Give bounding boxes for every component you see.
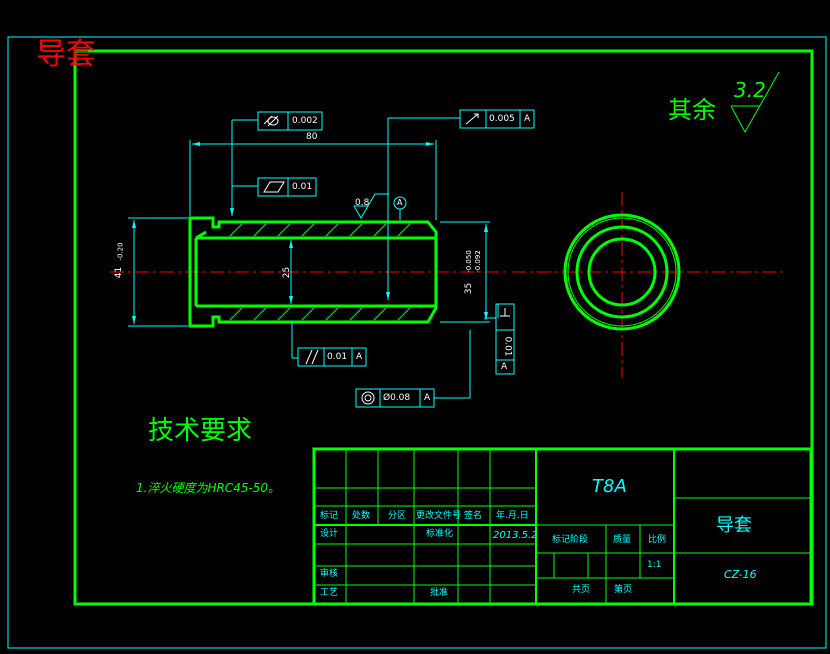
tb-design: 设计 xyxy=(320,529,339,539)
gdt-flatness-tol: 0.01 xyxy=(292,182,313,192)
tb-standardize: 标准化 xyxy=(426,529,454,539)
dim-bore: 25 xyxy=(282,266,293,279)
tb-ratio: 比例 xyxy=(648,535,667,545)
tb-page: 第页 xyxy=(614,585,633,595)
roughness-local-value: 0.8 xyxy=(355,198,370,208)
tb-weight: 质量 xyxy=(613,535,632,545)
roughness-local-symbol xyxy=(353,193,389,219)
tb-zone: 分区 xyxy=(388,511,407,521)
tb-change-doc: 更改文件号 xyxy=(416,511,462,521)
material-label: T8A xyxy=(592,476,627,497)
dim-length: 80 xyxy=(306,132,318,142)
gdt-parallel-tol: 0.01 xyxy=(327,352,348,362)
scale-value: 1:1 xyxy=(647,560,662,570)
dimension-lines xyxy=(128,117,499,399)
dim-flange-tol: -0.20 xyxy=(116,242,125,261)
gdt-frames xyxy=(257,109,535,408)
tb-total-pages: 共页 xyxy=(572,585,591,595)
drawing-number: CZ-16 xyxy=(724,568,757,581)
gdt-runout-top-tol: 0.002 xyxy=(292,116,318,126)
gdt-runout-right-datum: A xyxy=(524,114,531,124)
section-hatching xyxy=(229,223,411,321)
tech-requirement-item: 1.淬火硬度为HRC45-50。 xyxy=(136,481,281,495)
datum-bubble-label: A xyxy=(397,198,403,207)
part-title: 导套 xyxy=(36,37,96,72)
gdt-perp-datum: A xyxy=(501,362,508,372)
gdt-coaxial-tol: Ø0.08 xyxy=(383,393,411,403)
tb-ymd: 年.月.日 xyxy=(496,511,529,521)
dimension-arrows xyxy=(132,142,488,324)
tb-process: 工艺 xyxy=(320,588,339,598)
tb-mark: 标记 xyxy=(320,511,339,521)
tech-requirements-heading: 技术要求 xyxy=(148,416,253,446)
surface-finish-value: 3.2 xyxy=(734,78,766,102)
gdt-coaxial-datum: A xyxy=(424,393,431,403)
tb-signature: 签名 xyxy=(464,511,483,521)
dim-outer-tol-lower: -0.092 xyxy=(473,250,482,273)
dim-outer: 35 xyxy=(464,282,475,295)
front-view xyxy=(512,192,784,378)
general-roughness-symbol xyxy=(730,71,780,134)
sheet-border xyxy=(7,36,827,649)
drawing-frame xyxy=(73,49,814,606)
tb-approve: 批准 xyxy=(430,588,449,598)
tb-count: 处数 xyxy=(352,511,371,521)
dim-flange: 41 xyxy=(114,266,125,279)
gdt-symbols xyxy=(263,113,510,405)
gdt-perp-tol: 0.01 xyxy=(502,336,513,357)
gdt-runout-right-tol: 0.005 xyxy=(489,114,515,124)
bushing-section xyxy=(188,216,438,328)
gdt-parallel-datum: A xyxy=(356,352,363,362)
tb-stage-mark: 标记阶段 xyxy=(552,535,589,545)
tb-review: 审核 xyxy=(320,569,339,579)
dim-outer-tol-upper: -0.050 xyxy=(464,250,473,273)
surface-finish-label: 其余 xyxy=(668,96,716,124)
part-name-label: 导套 xyxy=(716,515,752,536)
title-block-lines xyxy=(312,447,813,606)
date-value: 2013.5.2 xyxy=(493,530,538,541)
